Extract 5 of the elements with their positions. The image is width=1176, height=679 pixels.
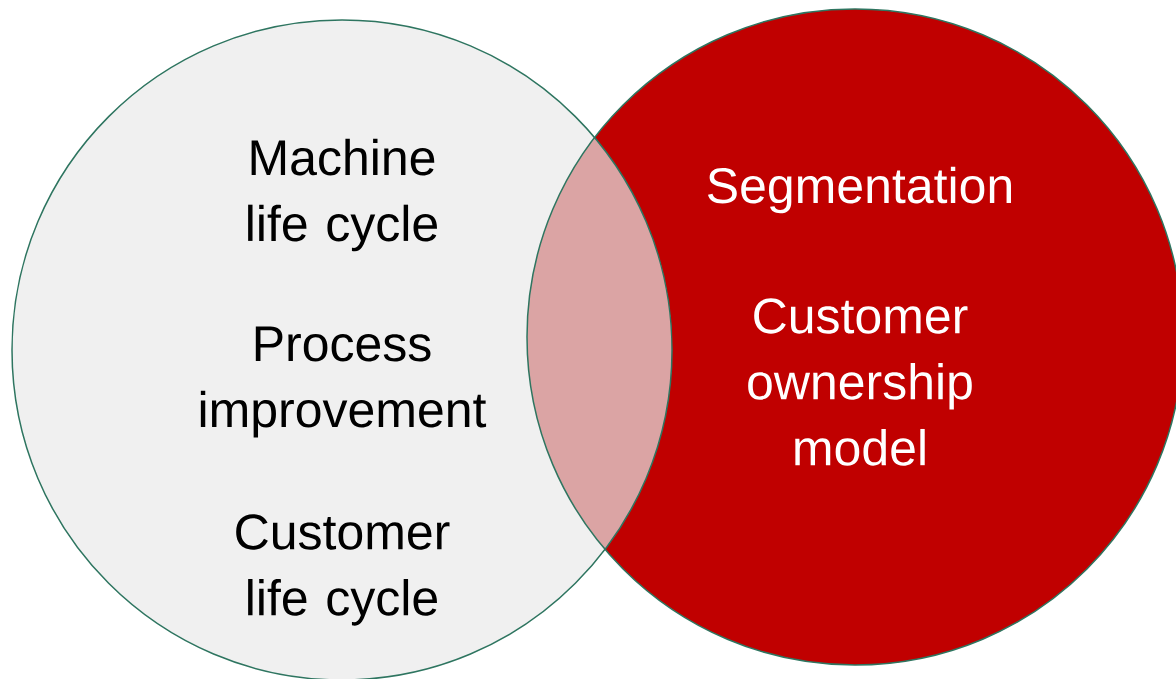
circle-label: Process improvement (200, 326, 487, 438)
circle-label: Customer ownership model (748, 298, 972, 466)
circle-label: Segmentation (708, 166, 1011, 214)
circle-label: Customer life cycle (236, 514, 450, 626)
circle-label: Machine life cycle (248, 138, 437, 252)
